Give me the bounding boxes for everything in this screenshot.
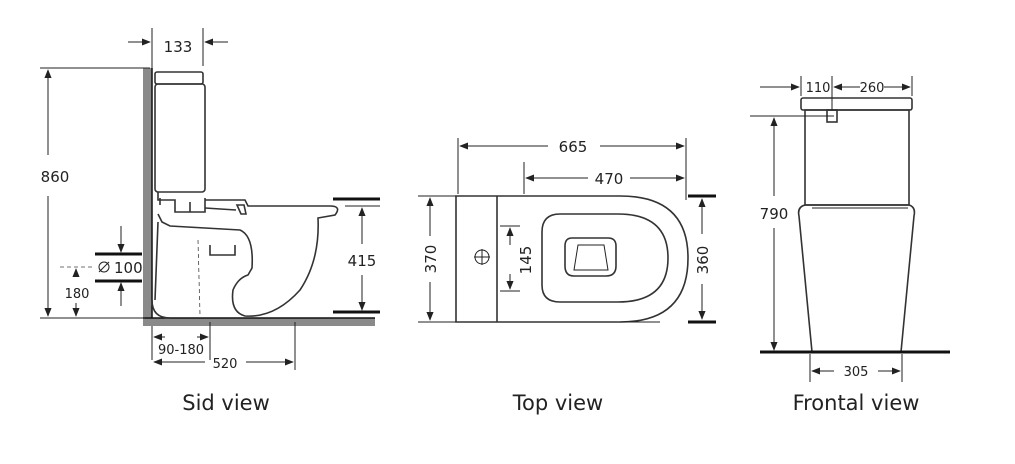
label-outlet-height: 180 bbox=[65, 287, 90, 302]
dim-outlet-height: 180 bbox=[60, 266, 95, 317]
dim-length: 520 bbox=[153, 322, 296, 372]
top-view: 665 470 370 145 bbox=[418, 138, 716, 415]
dim-front-height: 790 bbox=[750, 115, 834, 351]
label-button-to-edge: 260 bbox=[860, 81, 885, 96]
label-front-height: 790 bbox=[760, 205, 789, 223]
label-tank-width: 370 bbox=[422, 245, 440, 274]
dim-tank-width: 370 bbox=[418, 195, 456, 323]
label-bowl-width: 360 bbox=[694, 246, 712, 275]
dim-total-height: 860 bbox=[40, 67, 150, 319]
dim-bowl-width: 360 bbox=[688, 194, 716, 324]
label-tank-depth: 133 bbox=[164, 38, 193, 56]
label-length: 520 bbox=[213, 357, 238, 372]
cistern-side bbox=[154, 71, 206, 213]
wall-hatch bbox=[143, 68, 153, 320]
dim-hole-spacing: 145 bbox=[500, 225, 535, 292]
dim-pipe-diameter: 100 bbox=[95, 226, 143, 306]
label-total-length: 665 bbox=[559, 138, 588, 156]
caption-top-view: Top view bbox=[512, 391, 603, 415]
dim-base-width: 305 bbox=[809, 354, 903, 382]
label-hole-spacing: 145 bbox=[517, 246, 535, 275]
dim-total-length: 665 bbox=[457, 138, 687, 200]
bowl-side bbox=[151, 199, 339, 319]
label-seat-height: 415 bbox=[348, 252, 377, 270]
label-button-offset: 110 bbox=[806, 81, 831, 96]
dim-outlet-offset: 90-180 bbox=[151, 322, 211, 360]
label-bowl-length: 470 bbox=[595, 170, 624, 188]
dim-button-offset: 110 260 bbox=[760, 76, 913, 110]
label-base-width: 305 bbox=[844, 365, 869, 380]
caption-front-view: Frontal view bbox=[793, 391, 920, 415]
dim-seat-height: 415 bbox=[333, 197, 380, 314]
caption-side-view: Sid view bbox=[182, 391, 270, 415]
dim-tank-depth: 133 bbox=[128, 28, 228, 68]
toilet-front-outline bbox=[760, 97, 950, 354]
side-view: 133 860 100 180 bbox=[40, 28, 380, 415]
floor-hatch bbox=[143, 317, 375, 326]
label-outlet-offset: 90-180 bbox=[158, 343, 204, 358]
label-pipe-diameter: 100 bbox=[114, 259, 143, 277]
dim-bowl-length: 470 bbox=[523, 162, 685, 194]
toilet-top-outline bbox=[455, 195, 689, 323]
front-view: 110 260 790 305 Frontal view bbox=[750, 76, 950, 415]
label-total-height: 860 bbox=[41, 168, 70, 186]
